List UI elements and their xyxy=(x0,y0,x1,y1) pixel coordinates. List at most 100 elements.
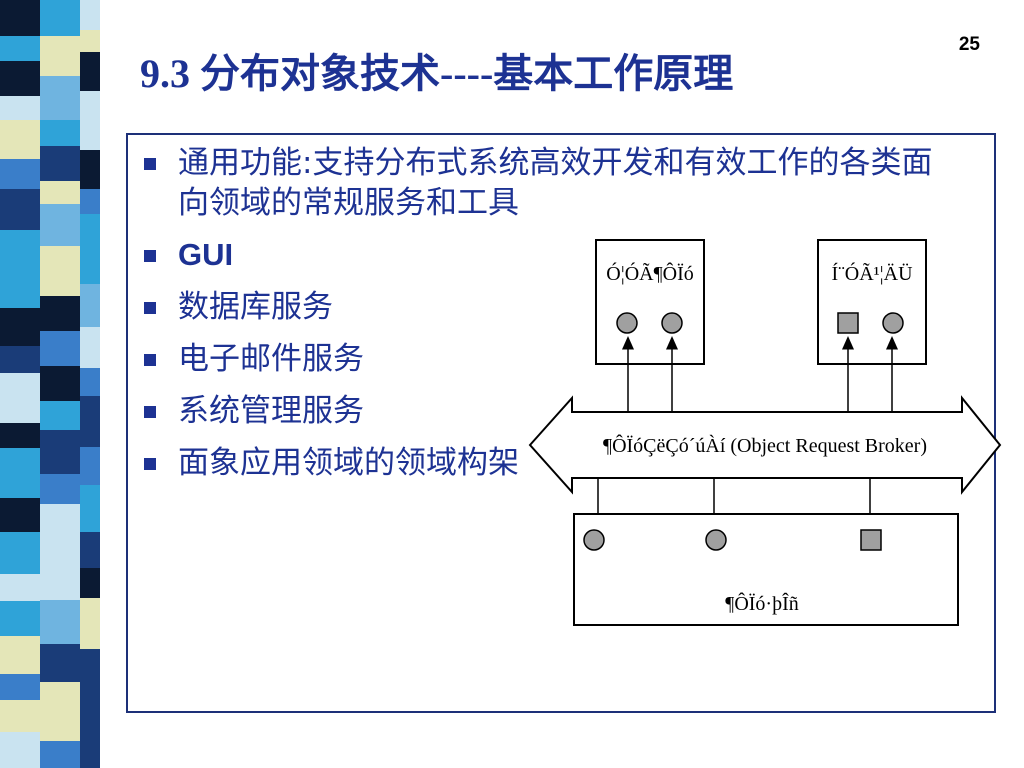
stripe-block xyxy=(0,636,40,674)
stripe-block xyxy=(0,674,40,700)
stripe-block xyxy=(40,120,80,146)
stripe-block xyxy=(0,373,40,423)
stripe-block xyxy=(40,713,80,741)
stripe-block xyxy=(0,61,40,96)
stripe-block xyxy=(0,756,40,768)
stripe-block xyxy=(80,396,100,423)
orb-label: ¶ÔÏóÇëÇó´úÀí (Object Request Broker) xyxy=(603,433,927,457)
bullet-text: GUI xyxy=(178,237,234,272)
object-services-box xyxy=(573,513,959,626)
stripe-block xyxy=(0,448,40,498)
stripe-block xyxy=(0,532,40,574)
stripe-block xyxy=(0,423,40,448)
facility-node-square xyxy=(837,312,859,334)
stripe-block xyxy=(0,230,40,266)
object-node-circle xyxy=(705,529,727,551)
stripe-block xyxy=(0,120,40,159)
stripe-block xyxy=(40,682,80,713)
stripe-block xyxy=(80,485,100,532)
stripe-block xyxy=(80,720,100,760)
stripe-block xyxy=(0,36,40,61)
stripe-block xyxy=(80,447,100,485)
bullet-text: 通用功能:支持分布式系统高效开发和有效工作的各类面向领域的常规服务和工具 xyxy=(178,145,933,221)
bullet-item-email-service: 电子邮件服务 xyxy=(138,339,968,379)
application-objects-label: Ó¦ÓÃ¶ÔÏó xyxy=(606,261,694,285)
stripe-block xyxy=(0,498,40,532)
object-node-circle xyxy=(661,312,683,334)
bullet-item-gui: GUI xyxy=(138,235,968,275)
orb-double-arrow xyxy=(528,395,1002,495)
stripe-block xyxy=(80,568,100,598)
bullet-text: 面象应用领域的领域构架 xyxy=(178,445,519,481)
stripe-block xyxy=(0,0,40,36)
stripe-block xyxy=(0,308,40,346)
object-node-circle xyxy=(583,529,605,551)
stripe-block xyxy=(0,159,40,189)
application-objects-box xyxy=(595,239,705,365)
stripe-block xyxy=(80,214,100,262)
stripe-block xyxy=(40,204,80,246)
stripe-block xyxy=(0,96,40,120)
stripe-block xyxy=(80,598,100,621)
stripe-block xyxy=(0,601,40,636)
stripe-block xyxy=(40,36,80,76)
bullet-list: 通用功能:支持分布式系统高效开发和有效工作的各类面向领域的常规服务和工具 GUI… xyxy=(138,143,968,495)
stripe-block xyxy=(40,504,80,551)
stripe-block xyxy=(80,423,100,447)
bullet-text: 数据库服务 xyxy=(178,289,333,325)
stripe-block xyxy=(0,346,40,373)
stripe-block xyxy=(40,600,80,644)
common-facilities-box xyxy=(817,239,927,365)
stripe-block xyxy=(40,0,80,36)
content-frame xyxy=(126,133,996,713)
stripe-block xyxy=(80,52,100,91)
square-bullet-icon xyxy=(144,250,156,262)
stripe-block xyxy=(0,266,40,308)
stripe-block xyxy=(40,644,80,682)
stripe-block xyxy=(0,700,40,732)
stripe-block xyxy=(40,430,80,474)
stripe-block xyxy=(40,741,80,768)
bullet-text: 电子邮件服务 xyxy=(178,341,364,377)
bullet-item-domain-framework: 面象应用领域的领域构架 xyxy=(138,443,968,483)
stripe-block xyxy=(80,115,100,150)
stripe-block xyxy=(80,327,100,368)
stripe-block xyxy=(40,474,80,504)
stripe-block xyxy=(80,0,100,30)
stripe-block xyxy=(80,694,100,720)
stripe-block xyxy=(40,246,80,296)
stripe-block xyxy=(0,574,40,601)
stripe-block xyxy=(40,76,80,120)
stripe-block xyxy=(80,30,100,52)
bullet-text: 系统管理服务 xyxy=(178,393,364,429)
stripe-block xyxy=(40,551,80,600)
stripe-block xyxy=(0,732,40,756)
stripe-block xyxy=(80,532,100,568)
square-bullet-icon xyxy=(144,302,156,314)
stripe-block xyxy=(40,181,80,204)
common-facilities-label: Í¨ÓÃ¹¦ÄÜ xyxy=(831,261,913,285)
stripe-block xyxy=(40,331,80,366)
stripe-block xyxy=(80,621,100,649)
stripe-block xyxy=(80,649,100,694)
stripe-block xyxy=(80,91,100,115)
stripe-block xyxy=(80,262,100,284)
stripe-block xyxy=(40,401,80,430)
stripe-block xyxy=(40,366,80,401)
object-services-label: ¶ÔÏó·þÎñ xyxy=(725,591,799,615)
bullet-item-system-management: 系统管理服务 xyxy=(138,391,968,431)
stripe-block xyxy=(80,150,100,189)
service-node-square xyxy=(860,529,882,551)
stripe-block xyxy=(40,296,80,331)
object-node-circle xyxy=(882,312,904,334)
bullet-item-database-service: 数据库服务 xyxy=(138,287,968,327)
slide-number: 25 xyxy=(958,34,980,55)
square-bullet-icon xyxy=(144,458,156,470)
stripe-block xyxy=(40,146,80,181)
stripe-block xyxy=(80,760,100,768)
stripe-block xyxy=(80,368,100,396)
decorative-stripe-bar xyxy=(0,0,130,768)
bullet-item-general-functions: 通用功能:支持分布式系统高效开发和有效工作的各类面向领域的常规服务和工具 xyxy=(138,143,958,223)
square-bullet-icon xyxy=(144,406,156,418)
